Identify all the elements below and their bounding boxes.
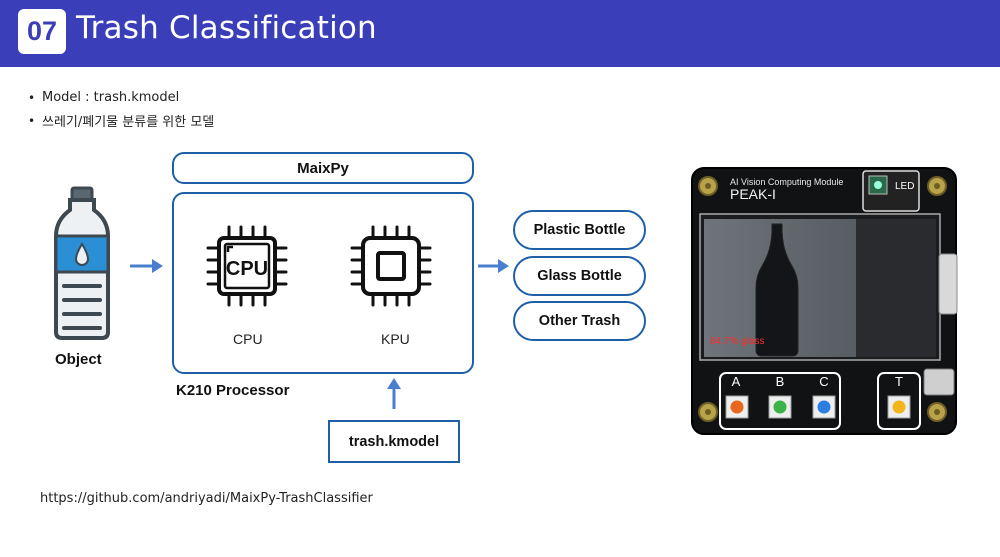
cpu-chip-icon: CPU [206, 225, 288, 307]
page-title: Trash Classification [76, 10, 377, 46]
button-t [892, 400, 906, 414]
bullet-item: •Model : trash.kmodel [28, 90, 180, 105]
button-c [817, 400, 831, 414]
processor-label: K210 Processor [176, 382, 290, 399]
button-a [730, 400, 744, 414]
section-number: 07 [18, 9, 66, 54]
arrow-up-icon [387, 378, 401, 409]
header-bar: 07 Trash Classification [0, 0, 1000, 67]
cpu-label: CPU [233, 331, 263, 347]
output-plastic-bottle: Plastic Bottle [513, 210, 646, 250]
screw-icon [927, 402, 947, 422]
arrow-right-icon [130, 259, 163, 273]
glass-bottle-image [755, 223, 799, 357]
device-subtitle: AI Vision Computing Module [730, 177, 843, 187]
button-a-label: A [732, 374, 741, 389]
device-board-image: AI Vision Computing Module PEAK-I LED 84… [691, 167, 958, 435]
screw-icon [927, 176, 947, 196]
object-label: Object [55, 351, 102, 368]
detection-result: 84.7% glass [710, 336, 764, 347]
source-link[interactable]: https://github.com/andriyadi/MaixPy-Tras… [40, 491, 373, 506]
button-t-label: T [895, 374, 903, 389]
kpu-label: KPU [381, 331, 410, 347]
arrow-right-icon [478, 259, 509, 273]
screw-icon [698, 402, 718, 422]
kpu-chip-icon [350, 225, 432, 307]
device-name: PEAK-I [730, 186, 776, 202]
cpu-chip-text: CPU [226, 258, 268, 280]
bullet-item: •쓰레기/폐기물 분류를 위한 모델 [28, 113, 215, 131]
button-c-label: C [819, 374, 828, 389]
output-other-trash: Other Trash [513, 301, 646, 341]
maixpy-box: MaixPy [172, 152, 474, 184]
bottle-icon [54, 186, 110, 340]
model-box: trash.kmodel [328, 420, 460, 463]
led-label: LED [895, 181, 914, 192]
button-b [773, 400, 787, 414]
bullet-list: •Model : trash.kmodel •쓰레기/폐기물 분류를 위한 모델 [28, 86, 214, 132]
screw-icon [698, 176, 718, 196]
output-glass-bottle: Glass Bottle [513, 256, 646, 296]
button-b-label: B [776, 374, 785, 389]
